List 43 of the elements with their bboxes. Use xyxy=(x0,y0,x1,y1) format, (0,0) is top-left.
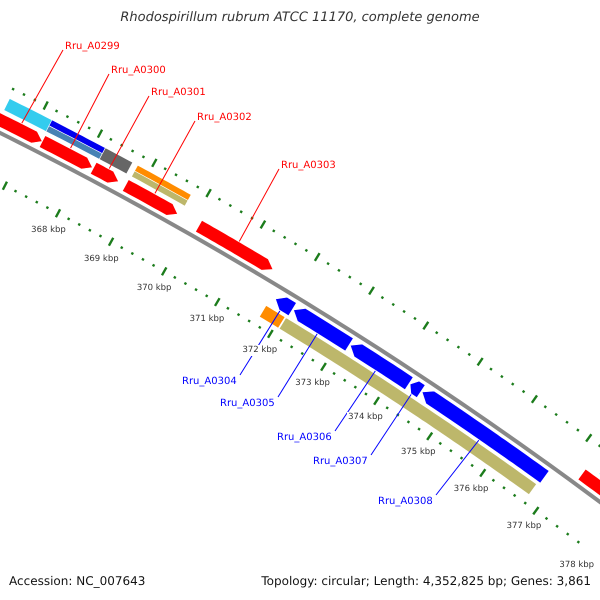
scale-label: 377 kbp xyxy=(506,521,542,532)
leader-line xyxy=(278,333,318,398)
gene-label: Rru_A0300 xyxy=(111,66,166,76)
title: Rhodospirillum rubrum ATCC 11170, complete genome xyxy=(119,11,481,24)
gene-feature xyxy=(422,390,550,484)
gene-label: Rru_A0308 xyxy=(378,497,433,507)
gene-label: Rru_A0302 xyxy=(197,113,252,123)
gene-feature xyxy=(410,380,426,398)
genome-info: Topology: circular; Length: 4,352,825 bp; Genes: 3,861 xyxy=(261,575,591,587)
scale-label: 371 kbp xyxy=(188,314,226,324)
leader-line xyxy=(70,74,110,149)
scale-label: 378 kbp xyxy=(558,560,596,571)
scale-label: 368 kbp xyxy=(30,225,67,236)
scale-label: 369 kbp xyxy=(82,254,120,264)
leader-line xyxy=(21,50,64,124)
gene-label: Rru_A0301 xyxy=(151,88,206,98)
gene-feature xyxy=(350,344,414,390)
gene-feature xyxy=(293,308,354,352)
gene-label: Rru_A0303 xyxy=(281,161,336,171)
scale-label: 376 kbp xyxy=(452,484,490,494)
leader-line xyxy=(154,120,196,194)
accession-label: Accession: NC_007643 xyxy=(9,575,146,587)
gene-feature xyxy=(0,111,43,144)
gene-label: Rru_A0305 xyxy=(220,399,275,409)
scale-label: 370 kbp xyxy=(136,283,172,294)
scale-label: 372 kbp xyxy=(241,345,278,356)
gene-label: Rru_A0306 xyxy=(277,433,332,443)
leader-line xyxy=(108,96,150,170)
gene-label: Rru_A0307 xyxy=(313,457,368,467)
scale-label: 373 kbp xyxy=(294,378,331,389)
gene-feature xyxy=(90,162,119,184)
leader-line xyxy=(436,440,480,496)
gene-feature xyxy=(122,179,178,216)
scale-label: 374 kbp xyxy=(347,412,384,423)
gene-label: Rru_A0299 xyxy=(65,42,120,52)
scale-label: 375 kbp xyxy=(400,447,437,458)
gene-feature xyxy=(38,135,93,170)
leader-line xyxy=(370,394,412,456)
gene-label: Rru_A0304 xyxy=(182,377,237,387)
gene-feature xyxy=(195,220,274,270)
leader-line xyxy=(334,370,376,432)
gene-feature xyxy=(275,296,297,316)
leader-line xyxy=(238,168,280,242)
